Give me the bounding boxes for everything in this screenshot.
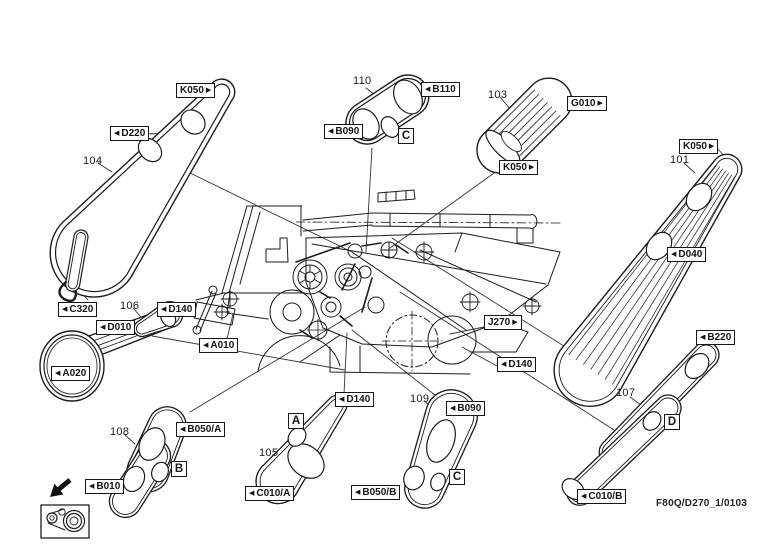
part-ref-B220[interactable]: ◀B220 <box>696 330 736 345</box>
part-ref-text: D140 <box>346 394 371 405</box>
part-ref-D010[interactable]: ◀D010 <box>96 320 136 335</box>
part-ref-B050-A[interactable]: ◀B050/A <box>176 422 226 437</box>
item-number-105: 105 <box>259 447 279 459</box>
item-number-109: 109 <box>410 393 430 405</box>
section-marker-C: C <box>398 128 414 144</box>
ref-arrow-left-icon: ◀ <box>581 492 587 500</box>
ref-arrow-right-icon: ▶ <box>512 318 518 326</box>
part-ref-A020[interactable]: ◀A020 <box>51 366 91 381</box>
belt-104-drawing <box>49 78 236 298</box>
item-number-103: 103 <box>488 89 508 101</box>
item-number-106: 106 <box>120 300 140 312</box>
ref-arrow-left-icon: ◀ <box>671 250 677 258</box>
part-ref-text: A020 <box>62 368 87 379</box>
part-ref-text: J270 <box>488 317 511 328</box>
part-ref-text: D220 <box>121 128 146 139</box>
ref-arrow-left-icon: ◀ <box>62 305 68 313</box>
ref-arrow-left-icon: ◀ <box>55 369 61 377</box>
section-marker-C: C <box>449 469 465 485</box>
part-ref-B090[interactable]: ◀B090 <box>324 124 364 139</box>
ref-arrow-left-icon: ◀ <box>161 305 167 313</box>
part-ref-C320[interactable]: ◀C320 <box>58 302 98 317</box>
belt-103-drawing <box>476 77 573 174</box>
part-ref-text: C010/A <box>256 488 291 499</box>
part-ref-text: G010 <box>571 98 596 109</box>
part-ref-D040[interactable]: ◀D040 <box>667 247 707 262</box>
item-c320-drawing <box>58 229 89 303</box>
part-ref-text: D040 <box>678 249 703 260</box>
part-ref-G010[interactable]: G010▶ <box>567 96 607 111</box>
part-ref-A010[interactable]: ◀A010 <box>199 338 239 353</box>
part-ref-text: K050 <box>683 141 707 152</box>
ref-arrow-right-icon: ▶ <box>205 86 212 94</box>
ref-arrow-left-icon: ◀ <box>114 129 120 137</box>
part-ref-text: B220 <box>707 332 732 343</box>
item-number-101: 101 <box>670 154 690 166</box>
legend-belt-icon <box>40 504 90 539</box>
section-marker-A: A <box>288 413 304 429</box>
part-ref-C010-B[interactable]: ◀C010/B <box>577 489 627 504</box>
part-ref-K050[interactable]: K050▶ <box>499 160 539 175</box>
part-ref-J270[interactable]: J270▶ <box>484 315 522 330</box>
belt-108-drawing <box>108 406 187 519</box>
ref-arrow-left-icon: ◀ <box>328 127 334 135</box>
part-ref-B010[interactable]: ◀B010 <box>85 479 125 494</box>
part-ref-text: D140 <box>168 304 193 315</box>
item-number-110: 110 <box>353 75 372 87</box>
ref-arrow-left-icon: ◀ <box>355 488 361 496</box>
ref-arrow-right-icon: ▶ <box>708 142 715 150</box>
belt-101-drawing <box>553 153 743 407</box>
section-marker-B: B <box>171 461 187 477</box>
part-ref-B090[interactable]: ◀B090 <box>446 401 486 416</box>
item-number-108: 108 <box>110 426 130 438</box>
item-number-104: 104 <box>83 155 103 167</box>
part-ref-text: B010 <box>96 481 121 492</box>
part-ref-text: K050 <box>503 162 527 173</box>
part-ref-text: B050/B <box>362 487 397 498</box>
direction-arrow-icon <box>50 478 72 497</box>
part-ref-text: K050 <box>180 85 204 96</box>
ref-arrow-left-icon: ◀ <box>700 333 706 341</box>
ref-arrow-left-icon: ◀ <box>100 323 106 331</box>
ref-arrow-left-icon: ◀ <box>501 360 507 368</box>
ref-arrow-right-icon: ▶ <box>528 163 535 171</box>
part-ref-K050[interactable]: K050▶ <box>176 83 216 98</box>
ref-arrow-left-icon: ◀ <box>203 341 209 349</box>
part-ref-text: D010 <box>107 322 132 333</box>
machine-illustration <box>192 189 561 375</box>
part-ref-D140[interactable]: ◀D140 <box>157 302 197 317</box>
part-ref-text: C010/B <box>588 491 623 502</box>
part-ref-B050-B[interactable]: ◀B050/B <box>351 485 401 500</box>
part-ref-D140[interactable]: ◀D140 <box>497 357 537 372</box>
doc-reference: F80Q/D270_1/0103 <box>656 498 748 509</box>
part-ref-text: A010 <box>210 340 235 351</box>
part-ref-text: B090 <box>457 403 482 414</box>
ref-arrow-left-icon: ◀ <box>450 404 456 412</box>
ref-arrow-right-icon: ▶ <box>597 99 603 107</box>
part-ref-B110[interactable]: ◀B110 <box>421 82 460 97</box>
ref-arrow-left-icon: ◀ <box>425 85 431 93</box>
ref-arrow-left-icon: ◀ <box>249 489 255 497</box>
item-number-107: 107 <box>616 387 636 399</box>
part-ref-D140[interactable]: ◀D140 <box>335 392 375 407</box>
part-ref-C010-A[interactable]: ◀C010/A <box>245 486 295 501</box>
part-ref-text: C320 <box>69 304 94 315</box>
ref-arrow-left-icon: ◀ <box>180 425 186 433</box>
ref-arrow-left-icon: ◀ <box>339 395 345 403</box>
part-ref-text: D140 <box>508 359 533 370</box>
part-ref-text: B110 <box>432 84 456 95</box>
part-ref-text: B050/A <box>187 424 222 435</box>
part-ref-D220[interactable]: ◀D220 <box>110 126 150 141</box>
section-marker-D: D <box>664 414 680 430</box>
part-ref-text: B090 <box>335 126 360 137</box>
ref-arrow-left-icon: ◀ <box>89 482 95 490</box>
part-ref-K050[interactable]: K050▶ <box>679 139 719 154</box>
